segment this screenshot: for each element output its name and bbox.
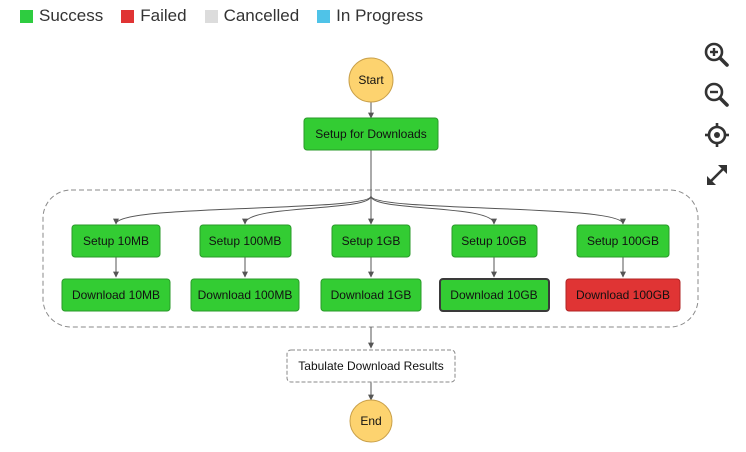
legend-swatch-success <box>20 9 33 23</box>
legend-label-in-progress: In Progress <box>336 6 424 25</box>
legend-swatch-cancelled <box>204 9 218 23</box>
legend-label-failed: Failed <box>140 6 187 25</box>
edge-fork-100mb <box>242 195 372 225</box>
node-end-label: End <box>360 414 381 428</box>
node-setup-100gb[interactable]: Setup 100GB <box>576 224 670 258</box>
legend-label-success: Success <box>39 6 104 25</box>
node-setup-100mb-label: Setup 100MB <box>209 234 282 248</box>
node-tabulate-download-results[interactable]: Tabulate Download Results <box>286 349 456 383</box>
node-download-100mb-label: Download 100MB <box>198 288 293 302</box>
node-download-1gb-label: Download 1GB <box>331 288 412 302</box>
legend-item-success: Success <box>20 6 103 26</box>
legend-item-failed: Failed <box>121 6 187 26</box>
center-button[interactable] <box>702 120 732 150</box>
zoom-in-icon <box>704 42 729 67</box>
node-download-100gb-label: Download 100GB <box>576 288 670 302</box>
edge-fork-100gb <box>370 195 626 225</box>
node-download-10mb-label: Download 10MB <box>72 288 160 302</box>
node-setup-100gb-label: Setup 100GB <box>587 234 659 248</box>
legend-label-cancelled: Cancelled <box>223 6 300 25</box>
node-setup-10mb[interactable]: Setup 10MB <box>71 224 161 258</box>
node-setup-10gb-label: Setup 10GB <box>461 234 526 248</box>
node-setup-10mb-label: Setup 10MB <box>83 234 149 248</box>
fullscreen-button[interactable] <box>702 160 732 190</box>
legend-swatch-failed <box>121 9 135 23</box>
node-download-100gb[interactable]: Download 100GB <box>565 278 681 312</box>
node-setup-1gb[interactable]: Setup 1GB <box>331 224 411 258</box>
node-start[interactable]: Start <box>348 57 394 103</box>
node-setup-for-downloads-label: Setup for Downloads <box>315 127 426 141</box>
node-setup-for-downloads[interactable]: Setup for Downloads <box>303 117 439 151</box>
node-download-100mb[interactable]: Download 100MB <box>190 278 300 312</box>
node-start-label: Start <box>358 73 384 87</box>
center-icon <box>705 123 729 147</box>
legend: Success Failed Cancelled In Progress <box>20 6 423 26</box>
legend-item-in-progress: In Progress <box>317 6 423 26</box>
node-download-10gb-label: Download 10GB <box>450 288 537 302</box>
node-download-10mb[interactable]: Download 10MB <box>61 278 171 312</box>
node-download-1gb[interactable]: Download 1GB <box>320 278 422 312</box>
fullscreen-icon <box>707 165 727 185</box>
zoom-out-icon <box>704 82 729 107</box>
legend-swatch-in-progress <box>317 9 331 23</box>
node-setup-10gb[interactable]: Setup 10GB <box>451 224 538 258</box>
node-tabulate-label: Tabulate Download Results <box>298 359 443 373</box>
edge-fork-10mb <box>113 195 372 225</box>
legend-item-cancelled: Cancelled <box>204 6 300 26</box>
node-download-10gb[interactable]: Download 10GB <box>439 278 550 312</box>
edges <box>113 102 626 401</box>
node-end[interactable]: End <box>349 399 393 443</box>
node-setup-100mb[interactable]: Setup 100MB <box>199 224 292 258</box>
zoom-out-button[interactable] <box>702 80 732 110</box>
edge-fork-10gb <box>370 195 497 225</box>
zoom-in-button[interactable] <box>702 40 732 70</box>
node-setup-1gb-label: Setup 1GB <box>342 234 401 248</box>
